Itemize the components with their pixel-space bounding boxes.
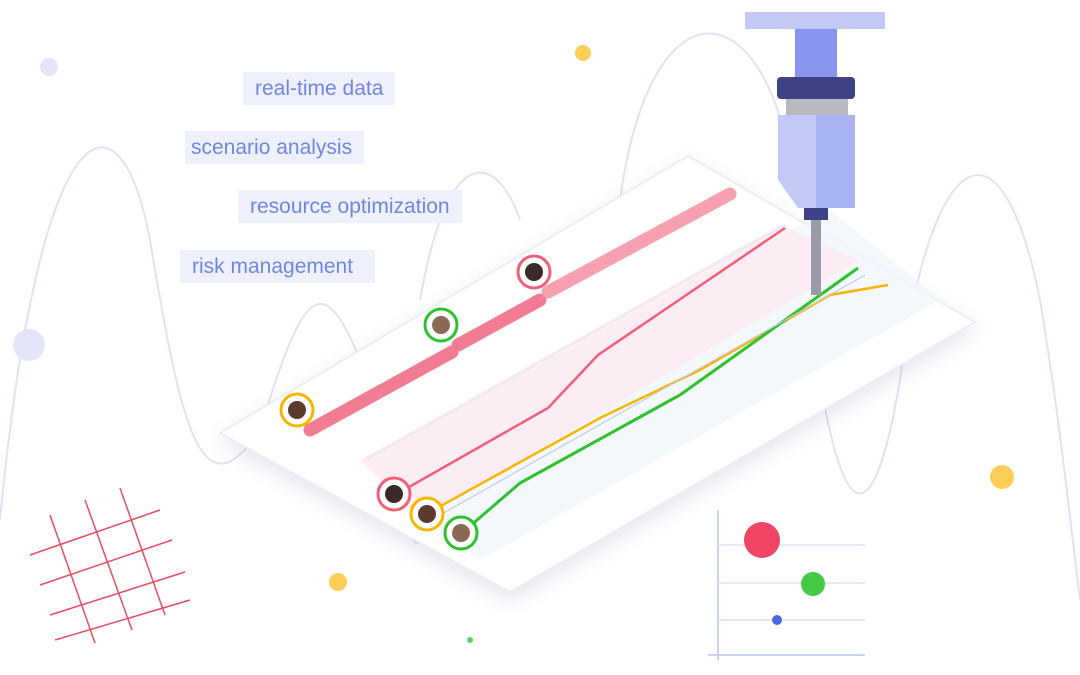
grid-decoration bbox=[29, 487, 191, 644]
decor-dot bbox=[13, 329, 45, 361]
avatar bbox=[279, 392, 315, 428]
tag-resource-optimization: resource optimization bbox=[238, 190, 462, 223]
avatar bbox=[516, 254, 552, 290]
decor-dot bbox=[575, 45, 591, 61]
decor-dot bbox=[329, 573, 347, 591]
mini-dot-chart bbox=[708, 510, 865, 660]
background-wave bbox=[419, 171, 521, 301]
avatar bbox=[423, 307, 459, 343]
avatar bbox=[376, 476, 412, 512]
decor-dot bbox=[990, 465, 1014, 489]
tag-risk-management: risk management bbox=[180, 250, 376, 283]
avatar bbox=[443, 515, 479, 551]
decor-dot bbox=[40, 58, 58, 76]
background-wave bbox=[619, 32, 791, 201]
tag-real-time-data: real-time data bbox=[243, 72, 396, 105]
background-wave bbox=[819, 174, 1080, 601]
tag-scenario-analysis: scenario analysis bbox=[185, 131, 365, 164]
drill-icon bbox=[745, 12, 885, 295]
avatar bbox=[409, 496, 445, 532]
tilted-chart-panel bbox=[217, 154, 977, 594]
decor-dot bbox=[467, 637, 473, 643]
